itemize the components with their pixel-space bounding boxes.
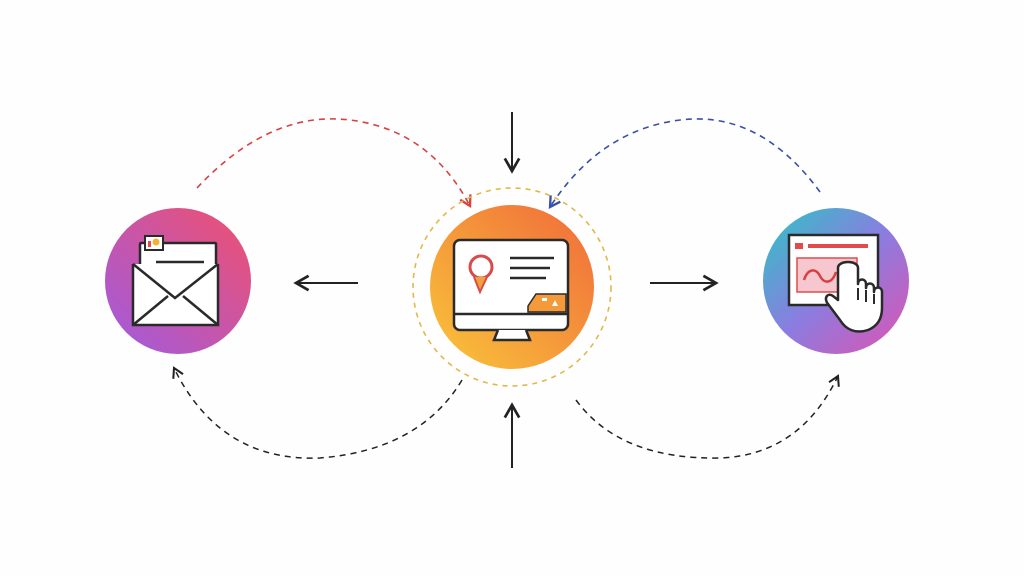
click-hand-screen-icon — [787, 233, 884, 333]
center-node — [430, 205, 594, 369]
interactive-node — [763, 208, 909, 354]
center-dashed-ring — [412, 187, 612, 387]
monitor-badge-icon — [452, 238, 570, 342]
left-return-dashed-arrow — [172, 366, 463, 459]
blue-dashed-arrow — [548, 118, 821, 209]
email-envelope-icon — [131, 235, 220, 327]
red-dashed-arrow — [196, 118, 472, 209]
right-return-dashed-arrow — [575, 374, 840, 459]
email-node — [105, 208, 251, 354]
